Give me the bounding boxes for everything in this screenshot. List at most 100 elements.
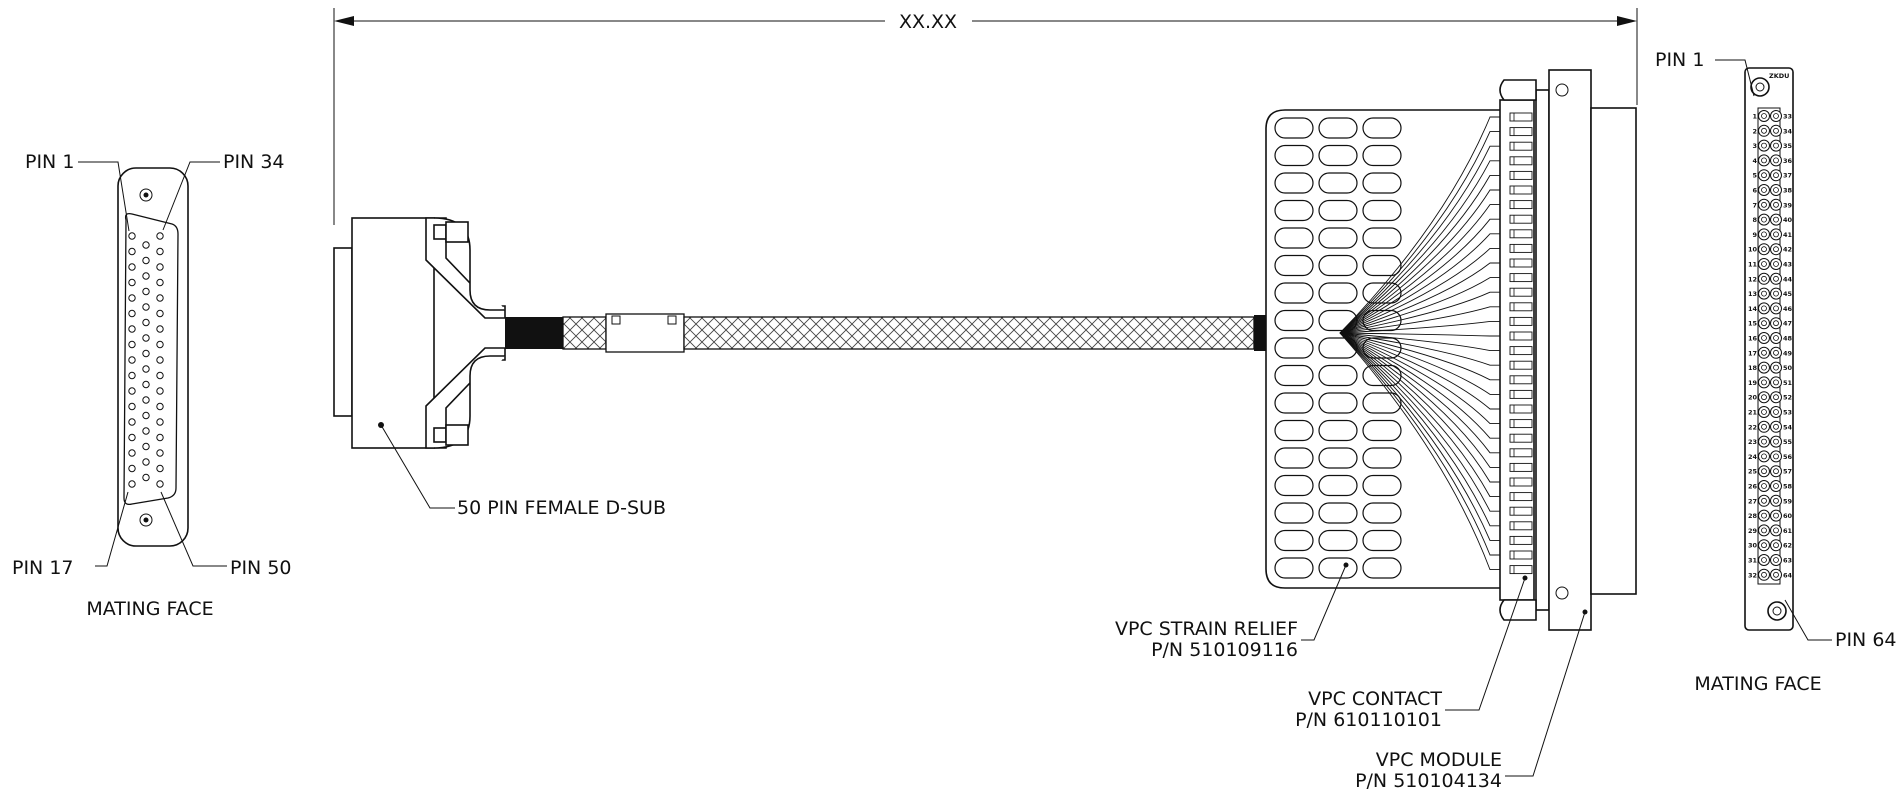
strain-relief-slot xyxy=(1362,144,1402,167)
vpc-pin-guide-top xyxy=(1499,79,1537,101)
vpc-contact xyxy=(1509,273,1533,283)
strain-relief-slot xyxy=(1318,254,1358,277)
wire xyxy=(1339,116,1510,334)
strain-relief-pn: P/N 510109116 xyxy=(1151,639,1298,661)
vpc-pin-guide-bottom xyxy=(1499,599,1537,621)
wire xyxy=(1339,247,1510,334)
dsub-pin xyxy=(156,449,164,457)
dsub-pin xyxy=(156,232,164,240)
dsub-pin xyxy=(128,387,136,395)
vpc-pin-number-right: 36 xyxy=(1783,157,1793,165)
dsub-pin xyxy=(128,433,136,442)
wire xyxy=(1339,233,1510,334)
strain-relief-slot xyxy=(1362,172,1402,194)
vpc-pin-number-left: 31 xyxy=(1748,557,1758,565)
dimension-arrow-right xyxy=(1617,16,1637,26)
dsub-pin34-label: PIN 34 xyxy=(223,151,285,173)
strain-relief-leader xyxy=(1301,564,1347,641)
strain-relief-slot xyxy=(1274,529,1314,552)
dsub-pin xyxy=(128,232,136,240)
vpc-pin-number-left: 7 xyxy=(1752,201,1757,209)
vpc-contact xyxy=(1509,112,1533,122)
dsub-pin xyxy=(156,340,164,349)
strain-relief-slot xyxy=(1274,199,1314,222)
strain-relief-slot xyxy=(1274,474,1314,497)
wire xyxy=(1339,332,1510,527)
strain-relief-slots xyxy=(1274,117,1402,579)
vpc-contact xyxy=(1509,214,1533,224)
dsub-face-shell xyxy=(117,167,189,547)
vpc-pin-number-left: 27 xyxy=(1748,497,1757,505)
wire xyxy=(1339,332,1510,337)
dsub-pin xyxy=(128,278,136,287)
dsub-pin50-label: PIN 50 xyxy=(230,557,292,579)
dsub-pin xyxy=(156,464,164,473)
vpc-module-body xyxy=(1590,107,1637,595)
vpc-pin-number-right: 44 xyxy=(1783,275,1793,283)
vpc-module-frame xyxy=(1548,69,1592,631)
vpc-contact xyxy=(1509,170,1533,180)
strain-relief-slot xyxy=(1362,254,1402,277)
vpc-contact xyxy=(1509,243,1533,253)
dsub-pin xyxy=(142,349,150,358)
wire xyxy=(1339,332,1510,366)
vpc-pin-number-right: 63 xyxy=(1783,557,1792,565)
dsub-pin xyxy=(128,247,136,256)
wire xyxy=(1339,277,1510,334)
dsub-connector-leader xyxy=(380,424,455,509)
dsub-pin50-leader xyxy=(160,491,227,567)
vpc-pin-number-right: 35 xyxy=(1783,142,1793,150)
wire-fan xyxy=(1339,116,1510,571)
strain-relief-slot xyxy=(1274,309,1314,332)
vpc-pin-number-right: 39 xyxy=(1783,201,1793,209)
dsub-pin xyxy=(142,303,150,311)
strain-relief-slot xyxy=(1318,282,1358,304)
vpc-pin-number-left: 25 xyxy=(1748,468,1758,476)
strain-relief-slot xyxy=(1274,227,1314,249)
dsub-bottom-screw-hole xyxy=(139,513,153,527)
strain-relief-slot xyxy=(1274,337,1314,359)
vpc-pin-number-left: 12 xyxy=(1748,275,1757,283)
vpc-pin1-label: PIN 1 xyxy=(1655,49,1704,71)
strain-relief-slot xyxy=(1318,557,1358,579)
dsub-pin xyxy=(156,325,164,333)
jackscrew-lower-base xyxy=(433,427,447,443)
dsub-pin xyxy=(142,427,150,435)
vpc-pin-number-left: 20 xyxy=(1748,394,1758,402)
vpc-pin-number-left: 2 xyxy=(1752,127,1757,135)
dsub-pin34-leader xyxy=(162,161,220,231)
vpc-module: VPC STRAIN RELIEF P/N 510109116 VPC CONT… xyxy=(1115,69,1637,789)
vpc-module-bottom-hole xyxy=(1555,586,1569,600)
dsub-pin xyxy=(128,402,136,411)
wire xyxy=(1339,320,1510,334)
wire xyxy=(1339,291,1510,334)
vpc-contact xyxy=(1509,419,1533,429)
strain-relief-slot xyxy=(1318,172,1358,194)
wire xyxy=(1339,332,1510,483)
vpc-pin-number-right: 47 xyxy=(1783,320,1792,328)
vpc-pin-number-right: 54 xyxy=(1783,423,1793,431)
dsub-connector-side: 50 PIN FEMALE D-SUB xyxy=(333,217,666,519)
module-leader xyxy=(1505,611,1586,777)
dsub-pin1-leader xyxy=(78,161,130,232)
cable-label-sleeve xyxy=(605,313,685,353)
dsub-connector-label: 50 PIN FEMALE D-SUB xyxy=(457,497,666,519)
vpc-face-top-screw xyxy=(1750,77,1770,97)
wire xyxy=(1339,332,1510,454)
vpc-contact xyxy=(1509,375,1533,385)
vpc-pin-number-right: 59 xyxy=(1783,497,1793,505)
dsub-pin xyxy=(128,356,136,364)
dsub-pin xyxy=(142,287,150,296)
dsub-pin xyxy=(128,309,136,318)
dsub-pin-array xyxy=(128,232,164,488)
dsub-pin xyxy=(156,480,164,488)
vpc-contact xyxy=(1509,287,1533,297)
jackscrew-upper xyxy=(445,221,469,243)
vpc-contact xyxy=(1509,258,1533,268)
vpc-contact xyxy=(1509,185,1533,195)
strain-relief-slot xyxy=(1318,529,1358,552)
wire xyxy=(1339,306,1510,334)
dsub-pin xyxy=(128,263,136,271)
